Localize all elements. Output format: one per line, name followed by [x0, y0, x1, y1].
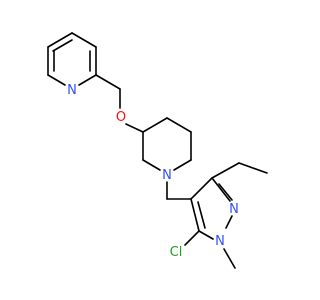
bond: [142, 117, 168, 133]
methylene-bridge: [166, 181, 192, 200]
bond: [211, 162, 240, 179]
pyrazole-substituents: [184, 162, 268, 269]
bond: [71, 32, 97, 48]
bond: [218, 183, 233, 201]
bond: [47, 74, 66, 86]
bond: [223, 248, 236, 269]
ether-linker: [95, 74, 144, 133]
bond: [190, 177, 213, 200]
bond: [166, 117, 192, 133]
bond: [52, 39, 73, 52]
bond: [142, 159, 161, 171]
bond: [190, 198, 200, 232]
bond: [184, 230, 200, 246]
bond: [197, 201, 206, 229]
bond: [238, 162, 268, 174]
piperidine-ring: [142, 117, 192, 171]
bond: [225, 215, 233, 229]
bond: [47, 32, 73, 48]
atom-label-pyridine-nitrogen: N: [67, 83, 77, 98]
bond: [78, 74, 97, 86]
bond: [211, 177, 231, 202]
atom-label-ether-oxygen: O: [116, 110, 126, 125]
bond: [198, 230, 214, 240]
atom-label-pyrazole-nitrogen-1: N: [215, 234, 225, 249]
molecule-structure-diagram: N O N N N Cl: [47, 32, 268, 269]
bond: [173, 159, 192, 171]
pyridine-ring: [47, 32, 97, 86]
bond: [95, 74, 121, 90]
atom-label-chlorine: Cl: [170, 245, 183, 260]
bond: [125, 123, 144, 133]
pyrazole-ring: [190, 177, 233, 240]
atom-label-pyrazole-nitrogen-2: N: [229, 202, 239, 217]
atom-label-piperidine-nitrogen: N: [162, 168, 172, 183]
